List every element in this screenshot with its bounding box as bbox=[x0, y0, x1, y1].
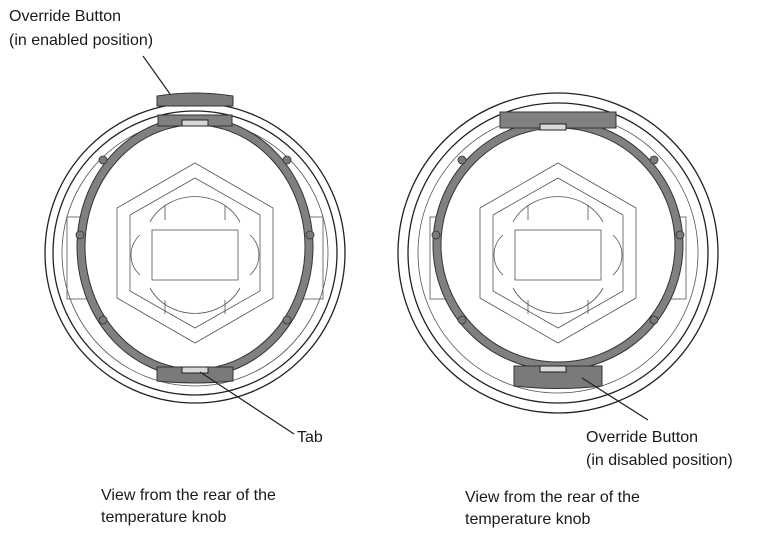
override-disabled-label-line1: Override Button bbox=[586, 429, 699, 446]
leader-override-enabled bbox=[142, 55, 171, 95]
knob-left-enabled bbox=[44, 92, 346, 404]
caption-left-line1: View from the rear of the bbox=[101, 487, 276, 504]
leader-tab bbox=[199, 371, 295, 435]
caption-left-line2: temperature knob bbox=[101, 509, 227, 526]
caption-right-line1: View from the rear of the bbox=[465, 489, 640, 506]
tab-label: Tab bbox=[297, 429, 323, 446]
override-button-enabled bbox=[156, 92, 234, 107]
override-disabled-label-line2: (in disabled position) bbox=[586, 452, 733, 469]
knob-right-disabled bbox=[397, 92, 719, 414]
override-button-disabled bbox=[513, 365, 603, 389]
caption-right-line2: temperature knob bbox=[465, 511, 591, 528]
override-enabled-label-line1: Override Button bbox=[9, 8, 122, 25]
leader-override-disabled bbox=[581, 377, 649, 421]
tab-shape bbox=[181, 366, 209, 374]
override-enabled-label-line2: (in enabled position) bbox=[9, 32, 154, 49]
